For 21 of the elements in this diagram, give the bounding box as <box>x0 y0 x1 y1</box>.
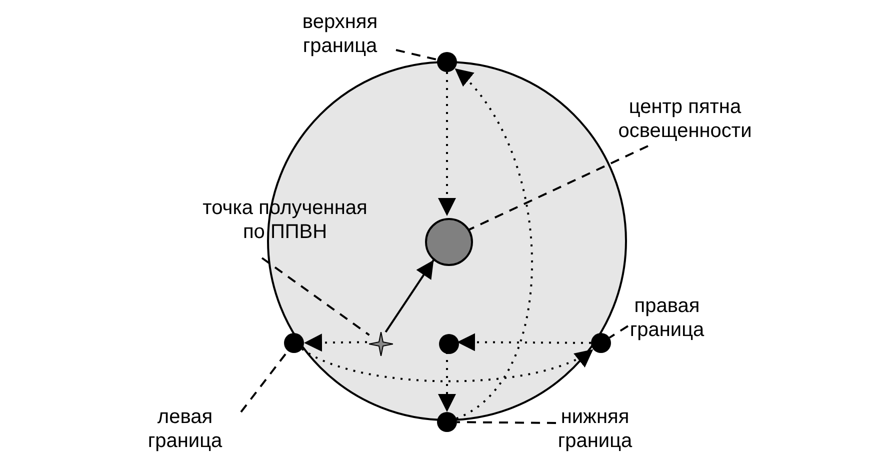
callout-label: нижняя граница <box>540 405 650 453</box>
arrow <box>302 348 594 382</box>
arrow <box>304 334 368 352</box>
callout-label: центр пятна освещенности <box>585 95 785 143</box>
arrow <box>457 333 591 352</box>
arrow <box>384 259 435 333</box>
leader-line <box>468 145 648 231</box>
point-dot <box>439 334 459 354</box>
callout-label: правая граница <box>622 294 712 342</box>
arrow <box>438 72 456 216</box>
leader-line <box>456 421 556 424</box>
leader-line <box>396 49 438 61</box>
point-dot <box>437 412 457 432</box>
callout-label: верхняя граница <box>290 10 390 58</box>
star-marker <box>369 332 393 356</box>
spot-center-circle <box>425 218 473 266</box>
leader-line <box>608 325 629 339</box>
arrow <box>454 68 533 420</box>
callout-label: левая граница <box>130 405 240 453</box>
point-dot <box>437 52 457 72</box>
leader-line <box>261 257 370 336</box>
